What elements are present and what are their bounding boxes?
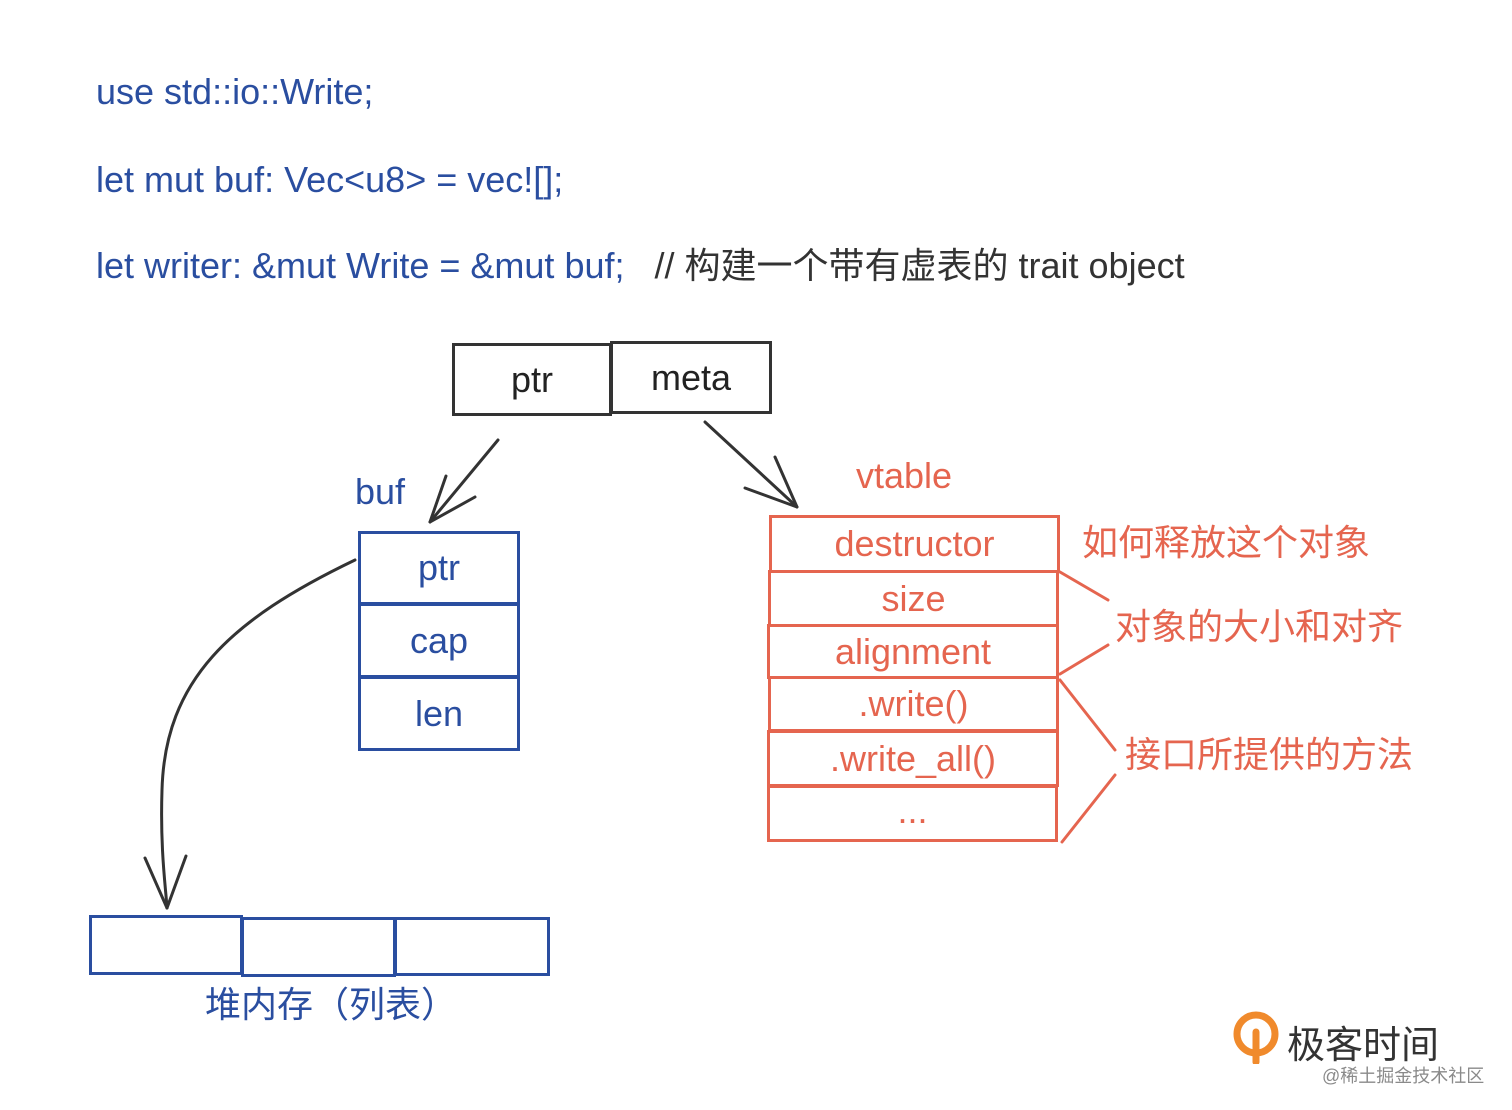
heap-cell	[89, 915, 243, 975]
code-writer-text: let writer: &mut Write = &mut buf;	[96, 245, 625, 286]
annotation-size-align: 对象的大小和对齐	[1115, 606, 1404, 647]
fat-pointer-ptr: ptr	[452, 343, 612, 416]
annotation-destructor: 如何释放这个对象	[1082, 522, 1371, 563]
arrowhead-buf	[428, 474, 477, 524]
watermark: @稀土掘金技术社区	[1322, 1066, 1485, 1086]
arrowhead-heap	[143, 854, 188, 910]
brace-methods	[1058, 678, 1117, 844]
buf-field-cap: cap	[358, 603, 520, 678]
arrow-meta-to-vtable	[703, 420, 799, 509]
vtable-entry-alignment: alignment	[767, 624, 1059, 679]
vtable-label: vtable	[856, 455, 953, 496]
buf-field-ptr: ptr	[358, 531, 520, 605]
code-line-buf: let mut buf: Vec<u8> = vec![];	[96, 159, 564, 200]
annotation-methods: 接口所提供的方法	[1125, 734, 1414, 775]
fat-pointer-meta: meta	[610, 341, 772, 414]
brand-logo-icon	[1233, 1011, 1279, 1064]
code-comment: // 构建一个带有虚表的 trait object	[654, 245, 1185, 286]
vtable-entry-destructor: destructor	[769, 515, 1060, 573]
brand-logo-text: 极客时间	[1287, 1025, 1440, 1067]
arrow-buf-ptr-to-heap	[160, 558, 357, 910]
vtable-entry-write-all: .write_all()	[767, 730, 1059, 787]
code-line-writer: let writer: &mut Write = &mut buf; // 构建一…	[96, 246, 1185, 286]
buf-label: buf	[355, 471, 406, 512]
buf-field-len: len	[358, 676, 520, 751]
arrowhead-vtable	[743, 455, 799, 509]
brace-size-align	[1058, 570, 1110, 676]
heap-cell	[394, 917, 550, 976]
arrow-ptr-to-buf	[428, 438, 500, 524]
heap-cell	[241, 917, 396, 977]
vtable-entry-ellipsis: ...	[767, 785, 1058, 842]
vtable-entry-write: .write()	[768, 676, 1059, 732]
vtable-entry-size: size	[768, 570, 1059, 627]
heap-label: 堆内存（列表）	[205, 984, 458, 1025]
code-line-use: use std::io::Write;	[96, 71, 374, 112]
